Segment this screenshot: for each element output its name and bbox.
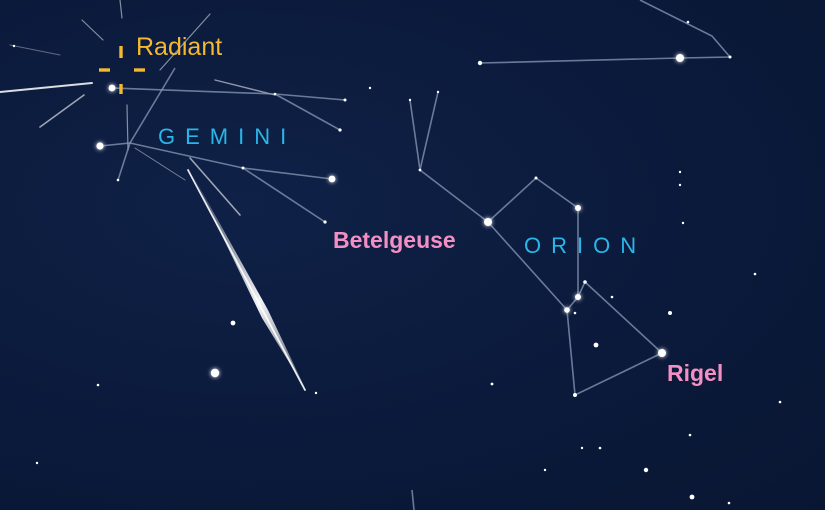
- star: [658, 349, 666, 357]
- star: [643, 467, 649, 473]
- star: [573, 311, 577, 315]
- star: [583, 280, 587, 284]
- stars: [12, 20, 782, 505]
- star: [678, 183, 682, 187]
- star: [490, 382, 494, 386]
- star: [96, 383, 100, 387]
- meteor-streak: [187, 169, 306, 391]
- star: [593, 342, 599, 348]
- star: [343, 98, 347, 102]
- meteor-streak: [0, 82, 93, 93]
- gemini-lines: [274, 93, 341, 131]
- star: [477, 60, 483, 66]
- star: [241, 166, 245, 170]
- star: [230, 320, 236, 326]
- meteor-streak: [159, 13, 211, 71]
- constellation-label-gemini: GEMINI: [158, 124, 297, 149]
- star: [727, 501, 731, 505]
- star: [418, 168, 422, 172]
- gemini-lines: [117, 142, 131, 181]
- star: [753, 272, 757, 276]
- star: [314, 391, 318, 395]
- star: [35, 461, 39, 465]
- meteor-streak: [9, 44, 61, 56]
- meteor-streak: [39, 94, 85, 128]
- star: [668, 311, 672, 315]
- top-constellation-lines: [479, 0, 732, 64]
- meteor-streak: [134, 147, 186, 181]
- star: [543, 468, 547, 472]
- radiant-label: Radiant: [136, 33, 223, 61]
- star: [323, 220, 327, 224]
- constellation-label-orion: ORION: [524, 233, 647, 258]
- meteor-streak: [81, 19, 104, 41]
- star: [681, 221, 685, 225]
- star: [534, 176, 538, 180]
- meteor-long-streak: [190, 170, 306, 390]
- star: [676, 54, 684, 62]
- star: [436, 90, 440, 94]
- star: [580, 446, 584, 450]
- meteor-streak: [214, 79, 276, 96]
- gemini-lines: [111, 87, 346, 101]
- star: [678, 170, 682, 174]
- star: [598, 446, 602, 450]
- gemini-lines: [99, 142, 333, 180]
- star: [210, 368, 220, 378]
- star: [338, 128, 342, 132]
- star: [273, 92, 277, 96]
- star: [108, 84, 116, 92]
- star: [686, 20, 690, 24]
- star: [12, 44, 16, 48]
- star-label-rigel: Rigel: [667, 360, 724, 386]
- star: [96, 142, 104, 150]
- orion-lines: [409, 91, 439, 171]
- star-label-betelgeuse: Betelgeuse: [333, 227, 456, 253]
- star: [408, 98, 412, 102]
- star: [573, 393, 577, 397]
- star: [575, 205, 581, 211]
- star: [116, 178, 120, 182]
- gemini-lines: [242, 167, 326, 223]
- orion-lines: [411, 489, 415, 510]
- star: [564, 307, 570, 313]
- star: [689, 494, 695, 500]
- radiant-crosshair-icon: [99, 46, 145, 94]
- star: [484, 218, 492, 226]
- star: [778, 400, 782, 404]
- star: [610, 295, 614, 299]
- gemini-lines: [129, 67, 176, 144]
- star: [368, 86, 372, 90]
- star: [575, 294, 581, 300]
- star: [728, 55, 732, 59]
- meteor-streak: [119, 0, 123, 19]
- meteor-streaks: [0, 0, 306, 391]
- meteor-streak: [189, 157, 241, 216]
- star: [688, 433, 692, 437]
- star: [328, 175, 336, 183]
